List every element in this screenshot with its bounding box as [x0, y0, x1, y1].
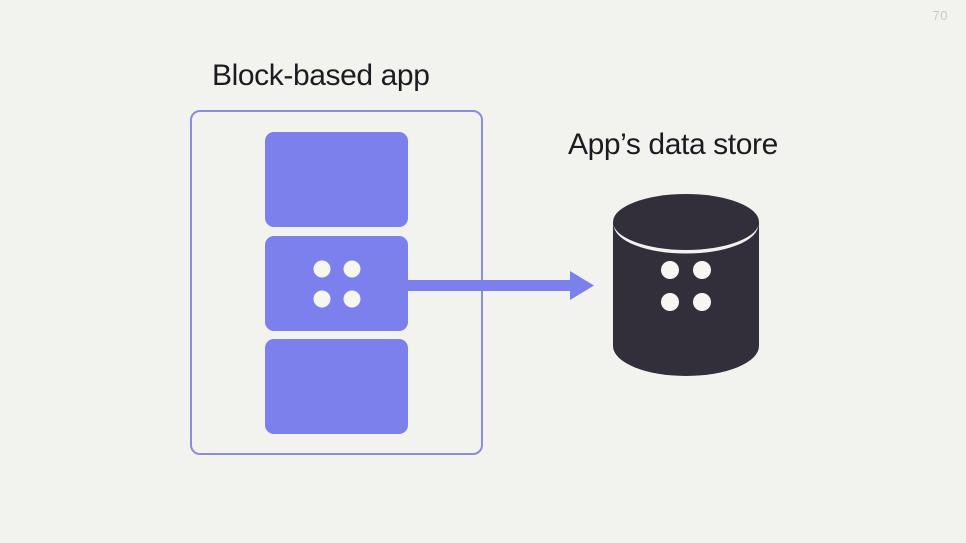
app-data-store-title: App’s data store	[568, 128, 778, 161]
block-based-app-title: Block-based app	[212, 59, 430, 92]
data-flow-arrow-icon	[405, 271, 594, 300]
dot-top-right	[343, 260, 360, 277]
dot-top-left	[661, 261, 679, 279]
four-dots-icon	[661, 261, 711, 311]
dot-bottom-right	[343, 290, 360, 307]
database-cylinder-icon	[613, 194, 759, 376]
dot-bottom-left	[313, 290, 330, 307]
app-block-1[interactable]	[265, 132, 408, 227]
dot-top-right	[693, 261, 711, 279]
database-cylinder	[613, 194, 759, 378]
page-number: 70	[932, 8, 948, 23]
dot-bottom-left	[661, 293, 679, 311]
dot-bottom-right	[693, 293, 711, 311]
app-block-2[interactable]	[265, 236, 408, 331]
four-dots-icon	[313, 260, 360, 307]
dot-top-left	[313, 260, 330, 277]
app-block-3[interactable]	[265, 339, 408, 434]
